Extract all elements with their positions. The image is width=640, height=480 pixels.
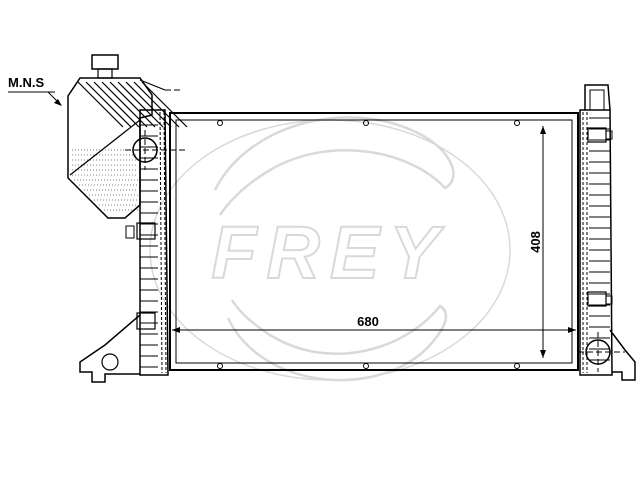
left-bottom-bracket [79,314,141,383]
hatch-line [109,81,156,128]
right-top-bracket [584,84,611,111]
height-dimension: 408 [528,126,546,358]
hatch-line [93,81,140,128]
hatch-line [125,81,172,128]
hatch-line [85,81,132,128]
right-bottom-bracket [609,329,636,381]
watermark-brand-text: FREY [211,211,448,294]
tank-cap [91,54,119,70]
width-dimension-label: 680 [357,314,379,329]
radiator-core [169,112,579,371]
part-label: M.N.S [8,75,44,90]
top-mounting-holes [217,120,520,126]
hatch-line [133,81,180,128]
right-tank-fins [589,117,610,361]
expansion-tank-hatching [69,81,188,211]
right-side-tank [578,84,636,381]
left-side-tank [79,109,169,383]
part-label-callout: M.N.S [8,75,62,106]
hatch-line [141,81,188,128]
hatch-line [69,119,141,176]
hatch-line [117,81,164,128]
bottom-mounting-holes [217,363,520,369]
height-dimension-label: 408 [528,231,543,253]
left-clip-upper [136,222,156,240]
left-drain-plug [101,353,119,371]
watermark-logo: FREY [149,116,511,382]
width-dimension: 680 [172,314,576,333]
overflow-hose [139,79,166,91]
hatch-line [77,81,124,128]
expansion-tank [67,54,188,219]
left-clip-lower [136,312,156,330]
hatch-line [101,81,148,128]
